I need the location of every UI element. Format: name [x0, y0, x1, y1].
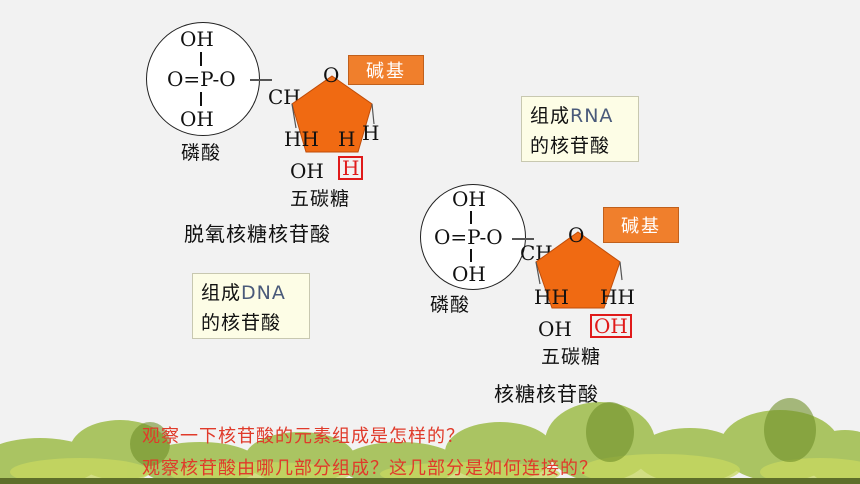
- phosphate-bond-bottom: [470, 249, 472, 262]
- phosphate-oh-top: OH: [180, 27, 214, 51]
- oh-left: OH: [538, 317, 572, 341]
- pentose-ring-deoxy: [291, 75, 375, 153]
- phosphate-sugar-bond: [250, 79, 272, 81]
- phosphate-bond-top: [470, 211, 472, 224]
- ring-oxygen: O: [323, 63, 340, 87]
- phosphate-oh-bottom: OH: [180, 107, 214, 131]
- phosphate-bond-top: [200, 52, 202, 66]
- phosphate-circle-deoxy: [146, 22, 260, 136]
- question-2: 观察核苷酸由哪几部分组成？这几部分是如何连接的？: [142, 458, 598, 479]
- ribo-nucleotide-name: 核糖核苷酸: [494, 382, 599, 406]
- question-1: 观察一下核苷酸的元素组成是怎样的？: [142, 426, 465, 447]
- highlight-h-deoxy: H: [338, 156, 364, 180]
- phosphate-oh-bottom: OH: [452, 262, 486, 286]
- phosphate-core: O=P-O: [167, 67, 236, 91]
- oh-left: OH: [290, 159, 324, 183]
- pentose-ring-ribo: [535, 231, 623, 309]
- ring-oxygen: O: [568, 223, 585, 247]
- base-box-deoxy: 碱基: [348, 55, 424, 85]
- phosphate-circle-ribo: [420, 184, 526, 290]
- tree-border: [0, 398, 860, 484]
- base-box-ribo: 碱基: [603, 207, 679, 243]
- h-left: HH: [284, 127, 319, 151]
- h-right: HH: [600, 285, 635, 309]
- phosphate-oh-top: OH: [452, 187, 486, 211]
- deoxy-nucleotide-name: 脱氧核糖核苷酸: [184, 222, 331, 246]
- dna-note: 组成DNA 的核苷酸: [192, 273, 310, 339]
- sugar-label: 五碳糖: [541, 346, 602, 368]
- phosphate-bond-bottom: [200, 92, 202, 106]
- h-right-top: H: [362, 121, 380, 145]
- phosphate-core: O=P-O: [434, 225, 503, 249]
- highlight-oh-ribo: OH: [590, 314, 632, 338]
- h-right-mid: H: [338, 127, 356, 151]
- h-left: HH: [534, 285, 569, 309]
- phosphate-sugar-bond: [512, 238, 534, 240]
- phosphate-label: 磷酸: [430, 294, 471, 316]
- phosphate-label: 磷酸: [181, 142, 222, 164]
- sugar-label: 五碳糖: [290, 188, 351, 210]
- rna-note: 组成RNA 的核苷酸: [521, 96, 639, 162]
